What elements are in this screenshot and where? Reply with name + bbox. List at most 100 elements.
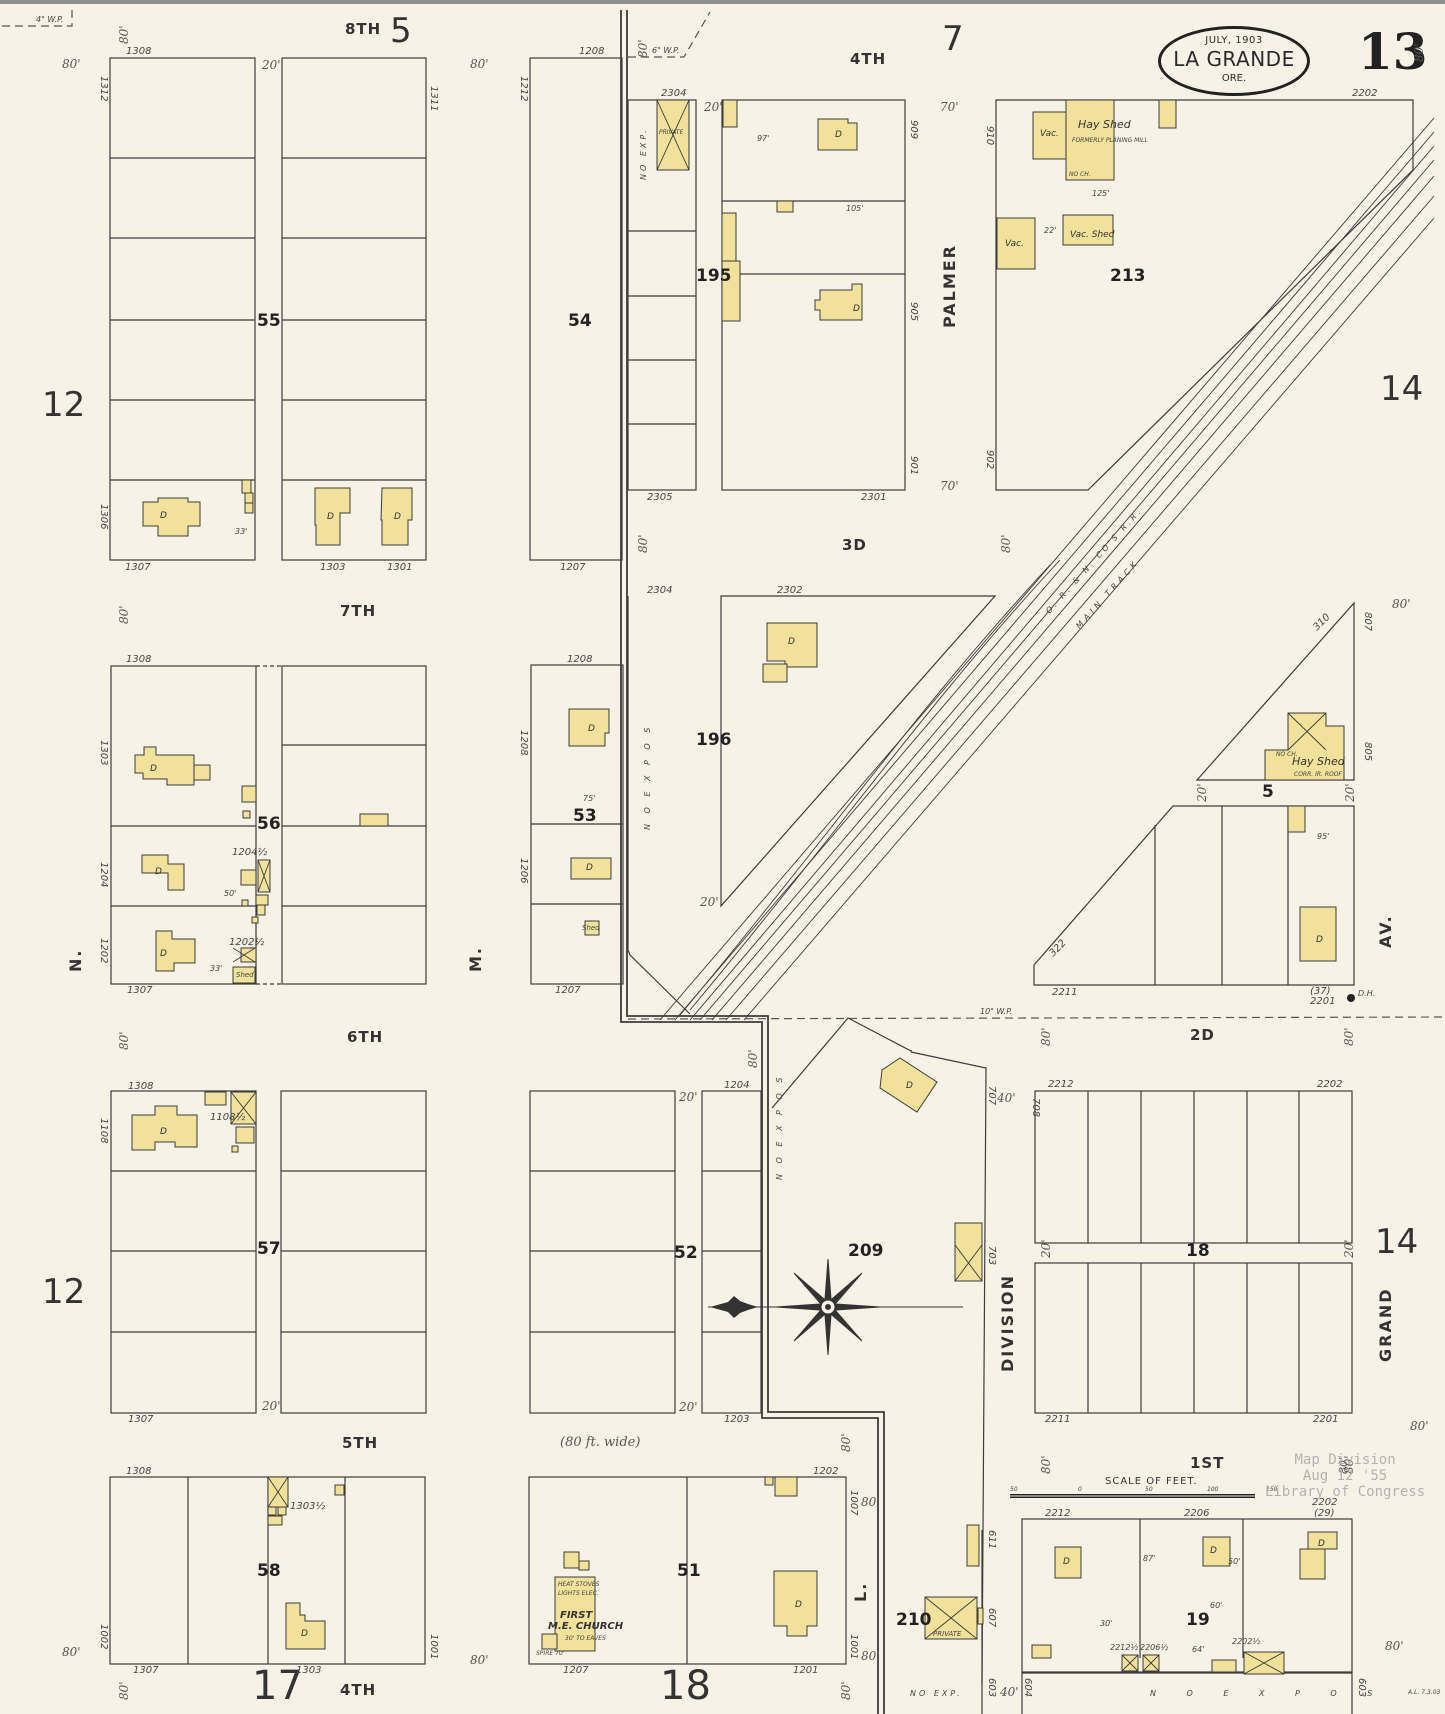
street-width-dim: 80' [470,57,489,71]
block-number-196[interactable]: 196 [696,730,732,750]
address-label: 1002 [98,1624,109,1650]
dwelling-marker: D [586,863,593,873]
adjoining-sheet-top-left[interactable]: 5 [390,11,412,51]
block-51-outline [528,1476,847,1665]
address-label: 1307 [133,1665,159,1676]
scale-tick: 50 [1010,1486,1018,1493]
library-stamp: Map Division Aug 12 '55 Library of Congr… [1265,1452,1425,1500]
map-date: JULY, 1903 [1205,35,1263,46]
address-label: 2212 [1045,1508,1071,1519]
street-label-n: N. [66,948,85,972]
adjoining-sheet-bottom-center[interactable]: 18 [660,1663,711,1709]
scale-label: SCALE OF FEET. [1105,1476,1198,1487]
church-note-heat: HEAT STOVES [558,1581,600,1588]
no-exposure-note: N O E X P O S [775,1073,784,1180]
block-number-19[interactable]: 19 [1186,1610,1210,1630]
block-195-outline [627,99,906,491]
palmer-width-dim: 70' [940,479,959,493]
hydrant-icon [1347,994,1355,1002]
address-label: 1303 [320,562,346,573]
address-label: 1001 [428,1634,439,1660]
scale-tick: 150 [1266,1486,1278,1493]
alley-width-dim: 20' [679,1090,698,1104]
street-label-palmer: PALMER [940,243,959,328]
block-number-209[interactable]: 209 [848,1241,884,1261]
block-number-56[interactable]: 56 [257,814,281,834]
block-number-55[interactable]: 55 [257,311,281,331]
church-spire-note: SPIRE 70' [536,1650,565,1657]
block-number-51[interactable]: 51 [677,1561,701,1581]
block-number-53[interactable]: 53 [573,806,597,826]
lot-depth-dim: 75' [583,794,596,803]
dwelling-marker: D [588,724,595,734]
lot-depth-dim: 33' [235,527,248,536]
street-width-dim: 80' [861,1495,880,1509]
address-label: 604 [1022,1678,1033,1698]
street-label-4th-top: 4TH [850,50,887,68]
block-209-outline [771,1017,987,1685]
street-label-8th: 8TH [345,20,382,38]
adjoining-sheet-left-lower[interactable]: 12 [42,1272,86,1312]
address-label: 1207 [563,1665,589,1676]
address-label: 1001 [848,1634,859,1660]
dwelling-marker: D [150,764,157,774]
railroad-tracks [659,117,1435,1021]
address-label: 1207 [560,562,586,573]
address-label: 607 [986,1608,997,1628]
adjoining-sheet-bottom-left[interactable]: 17 [252,1663,303,1709]
block-number-195[interactable]: 195 [696,266,732,286]
street-width-dim: 80' [470,1653,489,1667]
alley-width-dim: 20' [700,895,719,909]
block-number-58[interactable]: 58 [257,1561,281,1581]
address-label: 1208 [567,654,593,665]
shed-label-1: Shed [236,971,254,979]
address-label: 1301 [387,562,413,573]
address-label: 1007 [848,1490,859,1516]
block-number-5[interactable]: 5 [1262,782,1274,802]
no-exposure-note: NO EXP. [639,127,648,180]
street-label-4th-bottom: 4TH [340,1681,377,1699]
water-pipe-label-mid: 10" W.P. [980,1007,1013,1016]
dwelling-marker: D [160,949,167,959]
hay-shed-sub-2: NO CH. [1276,751,1298,758]
block-number-57[interactable]: 57 [257,1239,281,1259]
adjoining-sheet-top-right[interactable]: 7 [942,19,964,59]
block-number-54[interactable]: 54 [568,311,592,331]
dwelling-marker: D [1318,1539,1325,1549]
street-width-dim: 80' [1342,1027,1356,1046]
street-width-dim: 80' [839,1681,853,1700]
adjoining-sheet-right-upper[interactable]: 14 [1380,369,1424,409]
lot-depth-dim: 50' [224,889,237,898]
address-label: (29) [1314,1508,1335,1519]
street-label-m: M. [466,946,485,972]
adjoining-sheet-left-upper[interactable]: 12 [42,385,86,425]
address-label: 2201 [1310,996,1336,1007]
street-width-dim: 80' [746,1049,760,1068]
block-number-210[interactable]: 210 [896,1610,932,1630]
street-width-dim: 80' [117,1031,131,1050]
lot-depth-dim: 22' [1044,226,1057,235]
block-56-outline [110,665,427,985]
vacant-label-1: Vac. [1040,129,1059,139]
lot-depth-dim: 125' [1092,189,1110,198]
hay-shed-note-1: FORMERLY PLANING MILL [1072,137,1148,144]
address-label: 1307 [125,562,151,573]
street-width-dim: 80' [999,534,1013,553]
address-label: 2202 [1317,1079,1343,1090]
block-number-18[interactable]: 18 [1186,1241,1210,1261]
no-exposure-note: NO EXP. [910,1689,963,1698]
street-label-l: L. [851,1581,870,1602]
block-number-52[interactable]: 52 [674,1243,698,1263]
street-width-dim: 80' [117,25,131,44]
street-width-dim: 80' [636,534,650,553]
block-196-outline [627,595,997,1015]
block-number-213[interactable]: 213 [1110,266,1146,286]
block-54-outline [529,57,623,561]
map-city: LA GRANDE [1173,47,1295,71]
address-label: 703 [986,1246,997,1266]
scale-tick: 0 [1078,1486,1082,1493]
street-width-dim: 80' [636,39,650,58]
adjoining-sheet-right-lower[interactable]: 14 [1375,1222,1419,1262]
address-label: 1204½ [232,847,268,858]
